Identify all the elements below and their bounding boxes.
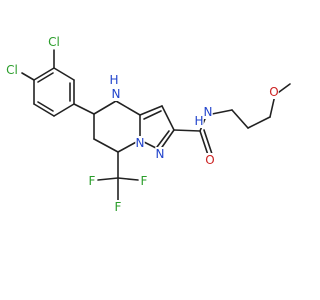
bond [33, 67, 55, 81]
oxygen-atom-label: O [205, 153, 214, 167]
bond [97, 177, 119, 181]
atom-label-background [111, 87, 121, 101]
bond [161, 105, 175, 131]
bond [231, 109, 249, 129]
hydrogen-atom-label: H [194, 114, 203, 128]
nitrogen-atom-label: N [204, 105, 213, 119]
nitrogen-atom-label: N [156, 147, 165, 161]
bond [156, 130, 170, 148]
bond [37, 72, 54, 83]
bond [21, 72, 35, 81]
chlorine-atom-label: Cl [48, 35, 60, 49]
atom-label-background [87, 174, 97, 188]
bond [199, 130, 209, 156]
bond [117, 177, 139, 181]
atom-label-background [205, 153, 215, 167]
bond [93, 138, 119, 153]
atom-label-background [113, 200, 123, 214]
atom-label-background [155, 147, 165, 161]
bond [139, 105, 163, 116]
bond [33, 103, 55, 117]
bond [53, 103, 75, 117]
fluorine-atom-label: F [89, 174, 96, 188]
atom-label-background [203, 105, 213, 119]
bond [53, 67, 75, 81]
atom-label-background [194, 114, 204, 128]
nitrogen-atom-label: N [112, 87, 121, 101]
bond [37, 101, 54, 112]
bond [203, 129, 213, 155]
bond [211, 109, 233, 115]
bond [159, 129, 175, 151]
fluorine-atom-label: F [141, 174, 148, 188]
atom-label-background [109, 73, 119, 87]
bond [115, 100, 141, 116]
atom-label-background [45, 35, 63, 49]
bond [73, 103, 95, 115]
oxygen-atom-label: O [269, 85, 278, 99]
atom-label-background [3, 63, 21, 77]
bond [143, 110, 162, 120]
hydrogen-atom-label: H [109, 73, 118, 87]
atom-label-background [139, 174, 149, 188]
bond [93, 100, 117, 115]
atom-label-background [269, 85, 279, 99]
chlorine-atom-label: Cl [6, 63, 18, 77]
bond [173, 129, 201, 132]
nitrogen-atom-label: N [136, 136, 145, 150]
bond [247, 116, 271, 129]
fluorine-atom-label: F [115, 200, 122, 214]
atom-label-background [135, 136, 145, 150]
bond-layer [21, 49, 291, 201]
